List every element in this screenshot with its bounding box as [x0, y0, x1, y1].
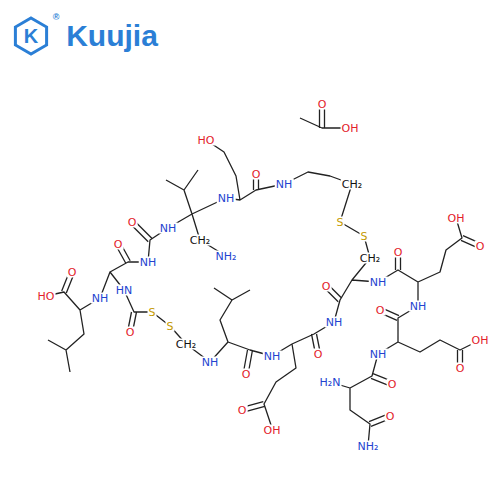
atom-label: NH [217, 193, 236, 204]
atom-label: O [67, 267, 78, 278]
atom-label: O [127, 217, 138, 228]
atom-label: O [387, 379, 398, 390]
atom-label: NH [139, 257, 158, 268]
atom-label: HN [115, 285, 134, 296]
trademark-sign: ® [52, 13, 61, 22]
atom-label: O [241, 369, 252, 380]
logo-hexagon [15, 18, 46, 54]
atom-label: O [475, 241, 486, 252]
atom-label: OH [471, 335, 490, 346]
atom-label: NH [275, 179, 294, 190]
atom-label: CH₂ [359, 253, 381, 264]
atom-label: NH [263, 351, 282, 362]
atom-label: NH₂ [215, 251, 238, 262]
atom-label: O [455, 363, 466, 374]
atom-label: OH [263, 425, 282, 436]
atom-label: S [148, 307, 157, 318]
atom-label: O [321, 281, 332, 292]
atom-label: NH [325, 317, 344, 328]
atom-label: HO [37, 291, 56, 302]
atom-label: O [385, 411, 396, 422]
atom-label: O [251, 169, 262, 180]
atom-label: NH [369, 349, 388, 360]
logo-word: Kuujia [65, 21, 159, 51]
atom-label: CH₂ [189, 235, 211, 246]
atom-label: CH₂ [175, 339, 197, 350]
atom-label: O [113, 239, 124, 250]
atom-label: O [313, 349, 324, 360]
atom-label: S [360, 231, 369, 242]
atom-label: NH [91, 293, 110, 304]
atom-label: HO [197, 135, 216, 146]
atom-label: O [375, 305, 386, 316]
atom-label: OH [447, 213, 466, 224]
atom-label: NH [369, 277, 388, 288]
atom-label: S [336, 217, 345, 228]
atom-label: CH₂ [341, 179, 363, 190]
atom-label: OH [341, 123, 360, 134]
atom-label: O [317, 99, 328, 110]
bond-lines [46, 106, 481, 446]
atom-label: O [237, 405, 248, 416]
atom-label: O [125, 327, 136, 338]
atom-label: NH [201, 357, 220, 368]
logo-letter: K [23, 26, 39, 46]
atom-label: NH [159, 223, 178, 234]
atom-label: O [393, 247, 404, 258]
atom-label: S [166, 321, 175, 332]
atom-label: NH [409, 301, 428, 312]
atom-label: NH₂ [357, 441, 380, 452]
atom-label: H₂N [319, 377, 342, 388]
